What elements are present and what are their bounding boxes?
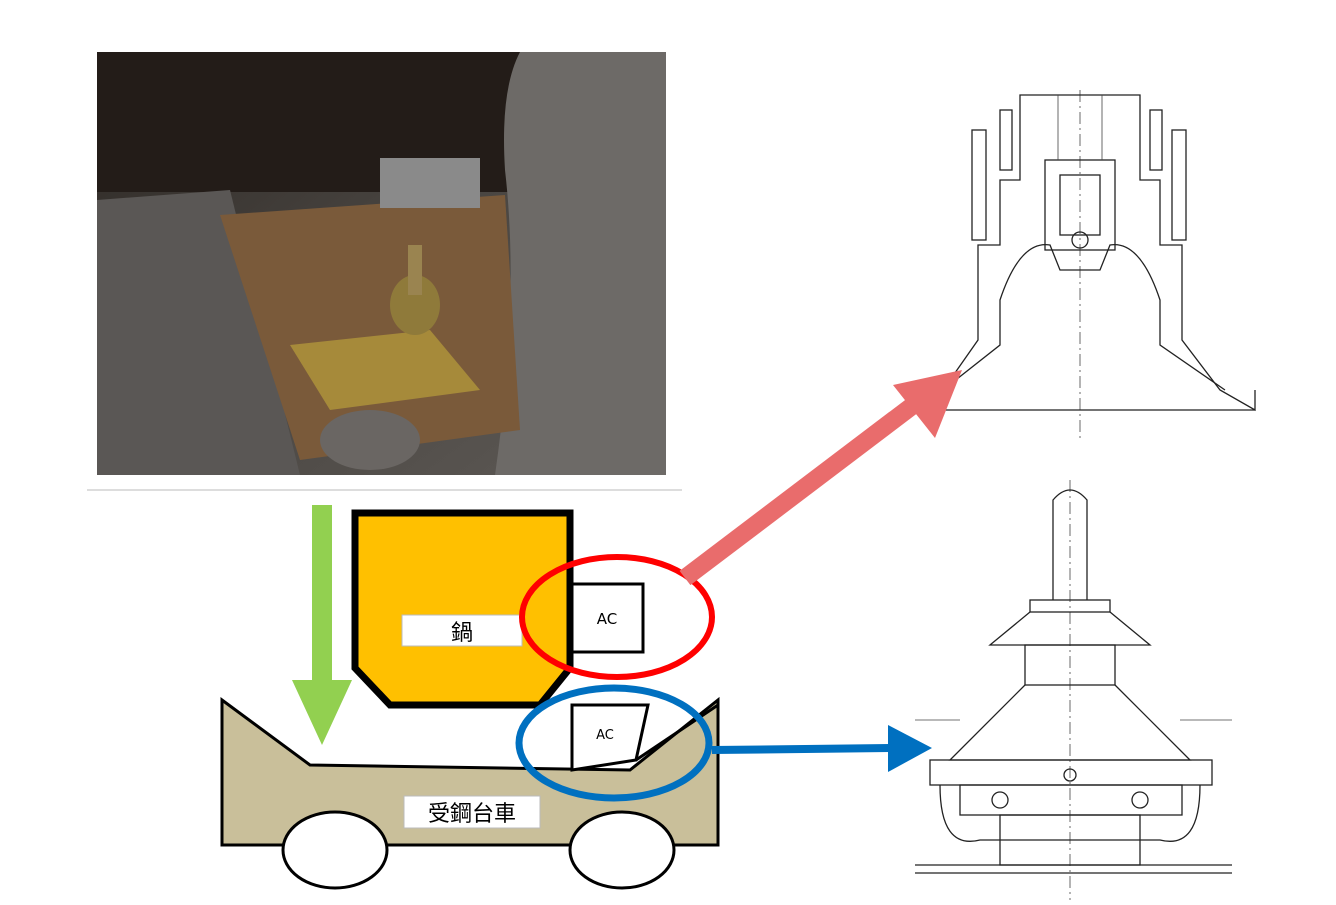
ac-lower-box: AC <box>570 703 719 772</box>
wheel-left <box>281 810 389 890</box>
ac-upper-box: AC <box>570 582 645 654</box>
receiving-cart: 受鋼台車 <box>220 696 720 890</box>
ladle-label: 鍋 <box>451 621 473 646</box>
blue-highlight-ellipse <box>515 684 713 802</box>
cart-label: 受鋼台車 <box>428 802 516 827</box>
blue-arrow <box>711 725 932 772</box>
ac-upper-label: AC <box>597 610 617 628</box>
red-highlight-ellipse <box>519 554 715 680</box>
wheel-right <box>568 810 676 890</box>
site-photo <box>97 52 666 475</box>
ac-lower-label: AC <box>596 728 614 743</box>
upper-ac-drawing <box>942 90 1256 440</box>
ladle: 鍋 <box>351 509 574 709</box>
red-arrow <box>679 370 962 586</box>
green-arrow <box>292 505 352 745</box>
lower-ac-drawing <box>915 480 1232 900</box>
